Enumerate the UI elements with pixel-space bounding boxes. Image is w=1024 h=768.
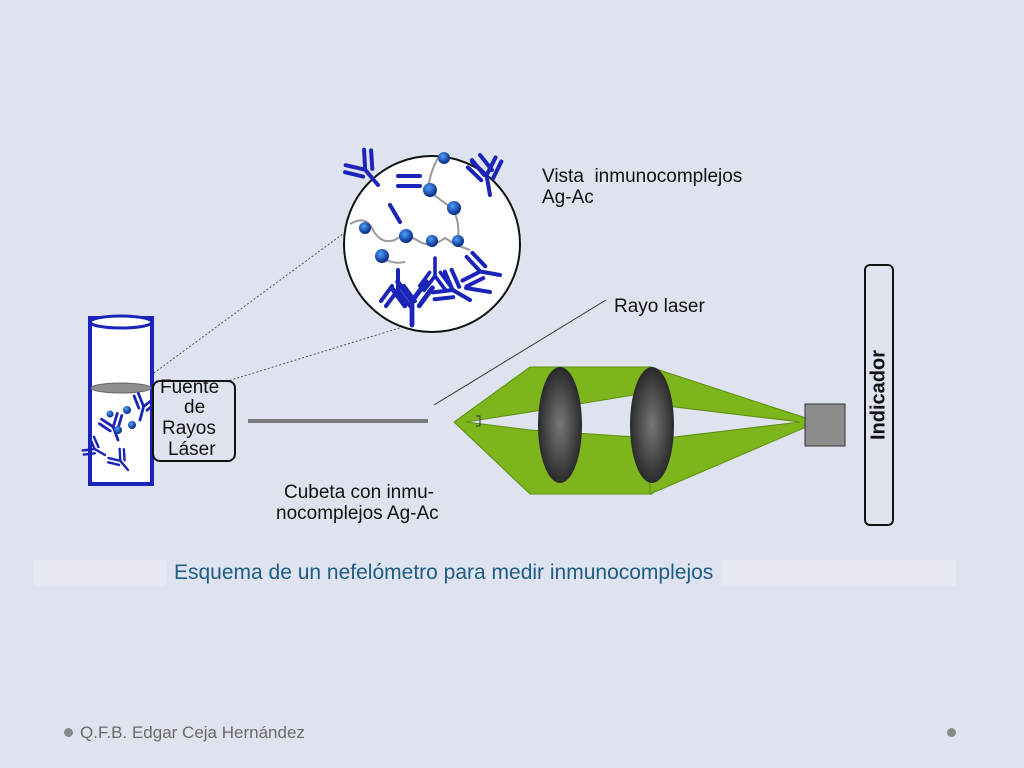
- indicator-box: Indicador: [864, 264, 894, 526]
- source-label-line1: Fuente: [160, 377, 220, 398]
- laser-source-label: Fuente de Rayos Láser: [152, 377, 236, 462]
- input-cone: [453, 366, 653, 495]
- diagram-caption: Esquema de un nefelómetro para medir inm…: [166, 558, 722, 588]
- indicator-label: Indicador: [867, 349, 890, 441]
- output-cone: [649, 366, 820, 495]
- detector: [804, 403, 846, 447]
- antigen-particles: [359, 152, 464, 263]
- cuvette-label-line1: Cubeta con inmu-: [284, 482, 434, 503]
- footer-author: Q.F.B. Edgar Ceja Hernández: [80, 723, 305, 742]
- source-label-line3: Rayos: [162, 418, 216, 439]
- footer-bullet-left: [64, 728, 73, 737]
- magnified-view-label-line1: Vista inmunocomplejos: [542, 166, 743, 187]
- cuvette-label-line2: nocomplejos Ag-Ac: [276, 503, 439, 524]
- magnified-view-label-line2: Ag-Ac: [542, 187, 594, 208]
- cuvette: [79, 314, 160, 486]
- lens-2: [630, 367, 674, 483]
- source-label-line4: Láser: [168, 439, 216, 460]
- footer-bullet-right: [947, 728, 956, 737]
- cuvette-immunocomplexes: [79, 391, 160, 478]
- lens-assembly: [453, 366, 820, 495]
- antibody-fragments: [388, 153, 494, 294]
- laser-ray-pointer: [433, 299, 607, 406]
- magnified-view-label: Vista inmunocomplejos Ag-Ac: [542, 166, 742, 208]
- laser-ray-label: Rayo laser: [614, 296, 705, 317]
- source-label-line2: de: [184, 397, 206, 418]
- magnification-lines: [127, 224, 491, 411]
- cuvette-label: Cubeta con inmu- nocomplejos Ag-Ac: [276, 482, 439, 524]
- lens-1: [538, 367, 582, 483]
- magnified-view-circle: [339, 144, 521, 333]
